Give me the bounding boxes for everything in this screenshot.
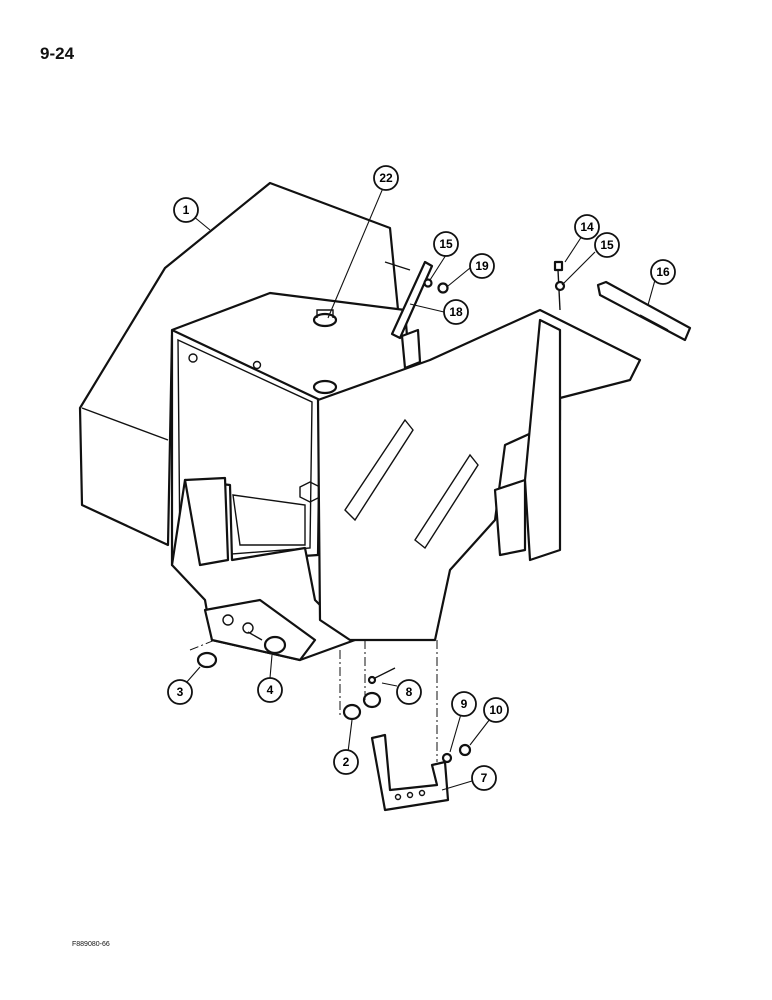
callout-c15b: 15 xyxy=(594,232,620,258)
callout-c19: 19 xyxy=(469,253,495,279)
callout-label: 10 xyxy=(489,703,503,717)
callout-label: 2 xyxy=(343,755,350,769)
callout-c7: 7 xyxy=(471,765,497,791)
callout-c10: 10 xyxy=(483,697,509,723)
callout-c14: 14 xyxy=(574,214,600,240)
fender-panel xyxy=(316,308,642,642)
callout-label: 1 xyxy=(183,203,190,217)
callout-c16: 16 xyxy=(650,259,676,285)
callout-label: 15 xyxy=(600,238,614,252)
callout-c3: 3 xyxy=(167,679,193,705)
rear-plate-16 xyxy=(596,280,692,342)
callout-label: 16 xyxy=(656,265,670,279)
callout-c22: 22 xyxy=(373,165,399,191)
step-bracket-7 xyxy=(370,733,450,812)
figure-code: F889080-66 xyxy=(72,941,110,948)
callout-label: 14 xyxy=(580,220,594,234)
callout-label: 3 xyxy=(177,685,184,699)
callout-c9: 9 xyxy=(451,691,477,717)
callout-label: 8 xyxy=(406,685,413,699)
pipe-18 xyxy=(390,260,434,370)
fasteners xyxy=(196,260,566,764)
callout-c4: 4 xyxy=(257,677,283,703)
callout-c18: 18 xyxy=(443,299,469,325)
tank-body xyxy=(170,291,412,567)
callout-c15a: 15 xyxy=(433,231,459,257)
leader-lines xyxy=(185,187,656,791)
callout-c2: 2 xyxy=(333,749,359,775)
callout-c1: 1 xyxy=(173,197,199,223)
callout-label: 7 xyxy=(481,771,488,785)
callout-c8: 8 xyxy=(396,679,422,705)
page-number: 9-24 xyxy=(40,44,75,63)
assembly-lines xyxy=(189,639,438,762)
callout-label: 19 xyxy=(475,259,489,273)
lower-frame xyxy=(170,476,357,662)
callout-label: 18 xyxy=(449,305,463,319)
callout-label: 9 xyxy=(461,697,468,711)
callout-label: 4 xyxy=(267,683,274,697)
callout-label: 15 xyxy=(439,237,453,251)
callout-label: 22 xyxy=(379,171,393,185)
